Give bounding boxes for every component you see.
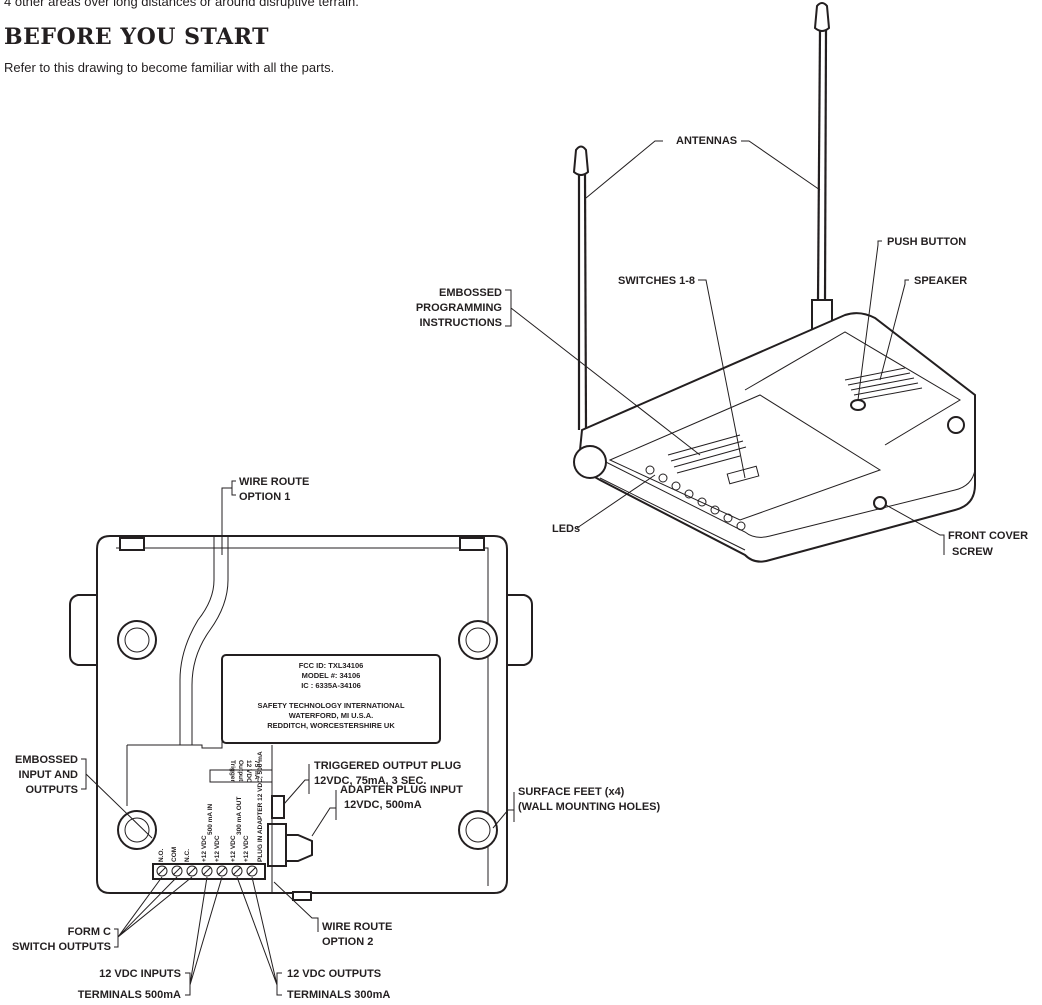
adapter-plug-label-2: 12VDC, 500mA [344, 799, 422, 811]
outputs-callout: 12 VDC OUTPUTS TERMINALS 300mA [236, 876, 390, 1001]
front-cover-label-1: FRONT COVER [948, 530, 1028, 542]
inputs-label-2: TERMINALS 500mA [78, 989, 181, 1001]
push-button-label: PUSH BUTTON [887, 236, 966, 248]
embossed-io-label-1: EMBOSSED [15, 754, 78, 766]
adapter-plug-callout: ADAPTER PLUG INPUT 12VDC, 500mA [311, 784, 463, 837]
wire-route-1-label-1: WIRE ROUTE [239, 476, 309, 488]
inputs-label-1: 12 VDC INPUTS [99, 968, 181, 980]
plate-line-5: WATERFORD, MI U.S.A. [289, 711, 373, 720]
outputs-label-1: 12 VDC OUTPUTS [287, 968, 381, 980]
form-c-label-2: SWITCH OUTPUTS [12, 941, 111, 953]
terminal-text: N.O. COM N.C. +12 VDC +12 VDC +12 VDC +1… [158, 751, 264, 862]
plate-line-1: FCC ID: TXL34106 [299, 661, 364, 670]
embossed-label-3: INSTRUCTIONS [420, 317, 503, 329]
page-subheading: Refer to this drawing to become familiar… [4, 60, 335, 75]
adapter-plug-label-1: ADAPTER PLUG INPUT [340, 784, 463, 796]
form-c-label-1: FORM C [68, 926, 111, 938]
speaker-label: SPEAKER [914, 275, 967, 287]
triggered-output-plug [271, 795, 285, 819]
wire-route-2-callout: WIRE ROUTE OPTION 2 [273, 881, 392, 948]
switches-label: SWITCHES 1-8 [618, 275, 695, 287]
wire-route-2-label-2: OPTION 2 [322, 936, 373, 948]
svg-text:+12 VDC: +12 VDC [201, 835, 208, 862]
svg-text:12 VDC: 12 VDC [245, 760, 252, 783]
fcc-label-plate: FCC ID: TXL34106 MODEL #: 34106 IC : 633… [221, 654, 441, 744]
terminal-block [152, 863, 266, 880]
plate-line-6: REDDITCH, WORCESTERSHIRE UK [267, 721, 395, 730]
svg-text:N.O.: N.O. [158, 848, 165, 862]
speaker-grille [844, 367, 923, 401]
embossed-label-1: EMBOSSED [439, 287, 502, 299]
push-button [850, 399, 866, 411]
wire-route-1-label-2: OPTION 1 [239, 491, 290, 503]
push-button-callout: PUSH BUTTON [857, 236, 966, 401]
transmitter-unit [572, 2, 976, 563]
svg-text:Output: Output [237, 760, 244, 782]
embossed-label-2: PROGRAMMING [416, 302, 502, 314]
embossed-programming-callout: EMBOSSED PROGRAMMING INSTRUCTIONS [416, 287, 701, 456]
front-cover-screw [873, 496, 887, 510]
svg-text:COM: COM [171, 847, 178, 862]
surface-feet-label-2: (WALL MOUNTING HOLES) [518, 801, 661, 813]
svg-text:500 mA IN: 500 mA IN [207, 804, 214, 835]
leds-callout: LEDs [552, 474, 656, 535]
form-c-callout: FORM C SWITCH OUTPUTS [12, 876, 193, 953]
plate-line-2: MODEL #: 34106 [302, 671, 361, 680]
svg-text:+12 VDC: +12 VDC [214, 835, 221, 862]
front-cover-callout: FRONT COVER SCREW [885, 504, 1028, 558]
leds-label: LEDs [552, 523, 580, 535]
triggered-plug-label-2: 12VDC, 75mA, 3 SEC. [314, 775, 427, 787]
svg-text:+12 VDC: +12 VDC [243, 835, 250, 862]
svg-text:N.C.: N.C. [184, 849, 191, 862]
left-antenna [572, 145, 590, 431]
led-row [645, 465, 746, 531]
front-cover-label-2: SCREW [952, 546, 994, 558]
triggered-plug-label-1: TRIGGERED OUTPUT PLUG [314, 760, 461, 772]
inputs-callout: 12 VDC INPUTS TERMINALS 500mA [78, 876, 223, 1001]
plate-line-4: SAFETY TECHNOLOGY INTERNATIONAL [257, 701, 405, 710]
wire-route-2-label-1: WIRE ROUTE [322, 921, 392, 933]
receiver-back: FCC ID: TXL34106 MODEL #: 34106 IC : 633… [69, 535, 533, 901]
surface-feet-label-1: SURFACE FEET (x4) [518, 786, 625, 798]
svg-text:Trigger: Trigger [229, 760, 236, 783]
embossed-io-label-2: INPUT AND [19, 769, 79, 781]
intro-text: 4 other areas over long distances or aro… [4, 0, 359, 9]
embossed-programming-text [667, 434, 747, 474]
antennas-callout: ANTENNAS [585, 135, 821, 199]
embossed-io-label-3: OUTPUTS [25, 784, 78, 796]
switches-callout: SWITCHES 1-8 [618, 275, 746, 479]
left-knob [573, 445, 607, 479]
switch-block [726, 465, 760, 485]
adapter-plug [267, 823, 287, 867]
surface-feet-callout: SURFACE FEET (x4) (WALL MOUNTING HOLES) [492, 786, 661, 829]
right-antenna [811, 2, 833, 335]
plate-line-3: IC : 6335A-34106 [301, 681, 361, 690]
svg-text:PLUG IN ADAPTER 12 VDC, 500 mA: PLUG IN ADAPTER 12 VDC, 500 mA [257, 751, 264, 862]
triggered-plug-callout: TRIGGERED OUTPUT PLUG 12VDC, 75mA, 3 SEC… [283, 760, 461, 805]
svg-text:+12 VDC: +12 VDC [230, 835, 237, 862]
svg-text:300 mA OUT: 300 mA OUT [236, 797, 243, 835]
page-heading: BEFORE YOU START [4, 24, 269, 50]
speaker-callout: SPEAKER [879, 275, 967, 381]
embossed-io-callout: EMBOSSED INPUT AND OUTPUTS [15, 754, 153, 839]
antennas-label: ANTENNAS [676, 135, 737, 147]
surface-feet [117, 620, 498, 850]
outputs-label-2: TERMINALS 300mA [287, 989, 390, 1001]
wire-route-1-callout: WIRE ROUTE OPTION 1 [221, 476, 309, 555]
logo-badge [947, 416, 965, 434]
